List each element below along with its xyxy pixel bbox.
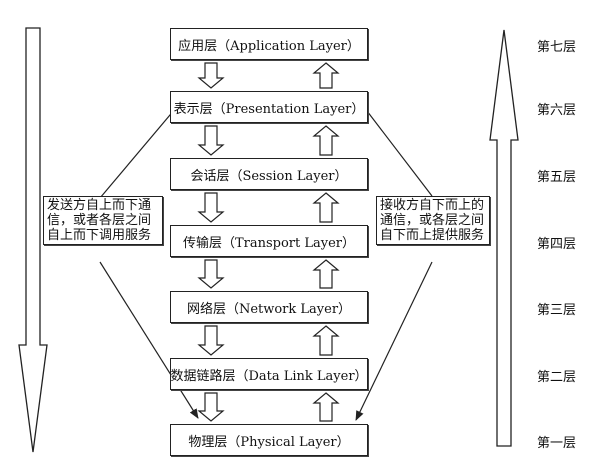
right-upward-arrow [489,29,519,447]
up-arrow-5 [312,325,340,356]
down-arrow-4 [197,259,225,289]
down-arrow-1 [197,62,225,89]
up-arrow-1 [312,62,340,89]
inter-layer-arrows [197,62,340,422]
down-arrow-2 [197,125,225,156]
down-arrow-5 [197,325,225,356]
up-arrow-6 [312,392,340,422]
layer-box-5: 会话层（Session Layer） [170,158,368,190]
down-arrow-6 [197,392,225,422]
layer-box-4: 传输层（Transport Layer） [170,225,368,257]
level-label-5: 第五层 [537,170,577,185]
up-arrow-2 [312,125,340,156]
level-label-1: 第一层 [537,436,577,451]
layer-box-1: 物理层（Physical Layer） [170,424,368,456]
level-label-6: 第六层 [537,103,577,118]
layer-box-6: 表示层（Presentation Layer） [170,91,368,123]
receiver-note: 接收方自下而上的通信，或各层之间自下而上提供服务 [376,196,490,245]
level-label-4: 第四层 [537,237,577,252]
down-arrow-3 [197,192,225,223]
left-downward-arrow [18,27,48,453]
level-label-7: 第七层 [537,40,577,55]
sender-note: 发送方自上而下通信，或者各层之间自上而下调用服务 [43,196,163,245]
layer-box-2: 数据链路层（Data Link Layer） [170,358,368,390]
layer-box-7: 应用层（Application Layer） [170,28,368,60]
sender-line-down [99,261,199,419]
level-label-3: 第三层 [537,303,577,318]
layer-box-3: 网络层（Network Layer） [170,291,368,323]
up-arrow-3 [312,192,340,223]
up-arrow-4 [312,259,340,289]
receiver-line-down [355,261,433,421]
level-label-2: 第二层 [537,370,577,385]
